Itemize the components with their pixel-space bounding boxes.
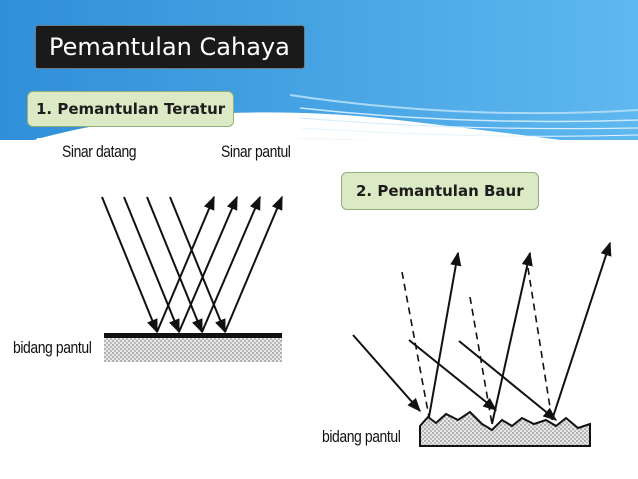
diffuse-surface	[419, 410, 591, 447]
diffuse-normal-lines	[401, 267, 553, 425]
normal-line-3	[527, 267, 553, 421]
incident-ray-2	[123, 196, 180, 334]
diffuse-incident-ray-3	[458, 340, 558, 421]
regular-reflection-heading: 1. Pemantulan Teratur	[27, 91, 235, 127]
incident-ray-4	[169, 196, 226, 334]
diffuse-surface-label: bidang pantul	[322, 427, 401, 446]
reflected-ray-4	[224, 195, 283, 333]
reflected-ray-label: Sinar pantul	[221, 142, 291, 161]
diffuse-reflection-heading: 2. Pemantulan Baur	[341, 172, 539, 210]
reflected-ray-3	[201, 195, 261, 333]
regular-surface-label: bidang pantul	[13, 338, 92, 357]
normal-line-1	[401, 271, 430, 418]
diffuse-reflected-ray-3	[551, 241, 612, 421]
regular-incident-rays	[101, 196, 226, 334]
diffuse-reflected-ray-2	[491, 251, 533, 425]
regular-reflected-rays	[156, 195, 283, 333]
slide-title: Pemantulan Cahaya	[35, 25, 305, 69]
reflected-ray-2	[178, 195, 238, 333]
diffuse-incident-ray-2	[408, 339, 498, 411]
diffuse-incident-rays	[352, 334, 558, 421]
diffuse-incident-ray-1	[352, 334, 421, 413]
normal-line-2	[469, 296, 493, 425]
reflected-ray-1	[156, 195, 215, 333]
incident-ray-label: Sinar datang	[62, 142, 137, 161]
incident-ray-1	[101, 196, 158, 334]
diffuse-reflected-ray-1	[428, 251, 462, 418]
diffuse-reflected-rays	[428, 241, 612, 425]
incident-ray-3	[146, 196, 203, 334]
regular-surface	[104, 333, 282, 362]
